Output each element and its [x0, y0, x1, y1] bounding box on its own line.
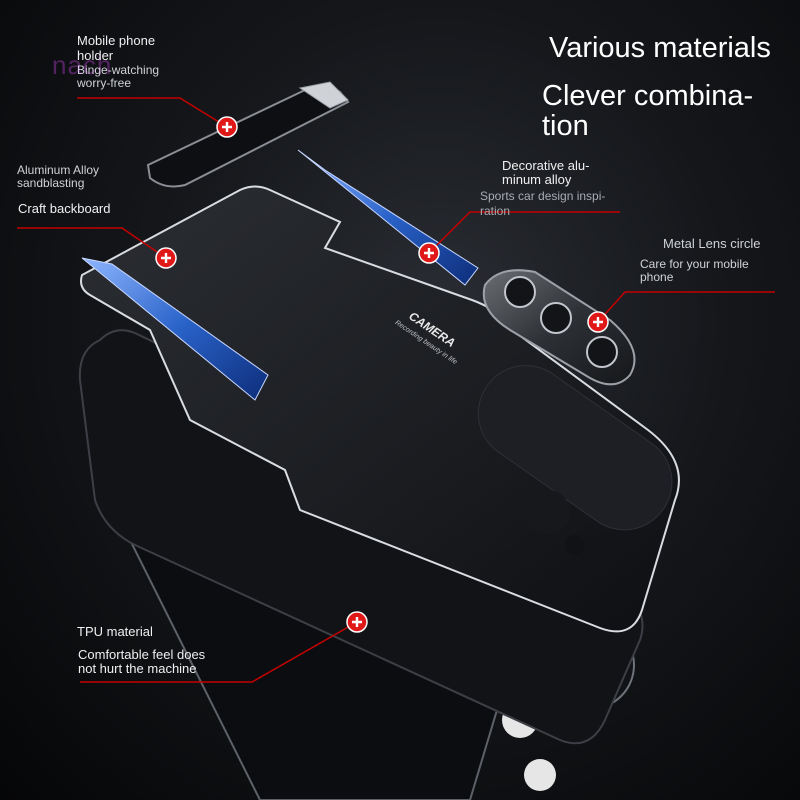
tpu-sub-2: not hurt the machine	[78, 661, 197, 676]
headline-line-2: Clever combina-	[542, 80, 754, 112]
metal-lens-circle	[482, 269, 636, 386]
lens-sub-1: Care for your mobile	[640, 257, 749, 271]
strip-title-1: Decorative alu-	[502, 158, 590, 173]
backboard-leader	[17, 227, 167, 259]
strip-leader	[428, 211, 620, 254]
strip-sub-2: ration	[480, 204, 511, 218]
lens-title-1: Metal Lens circle	[663, 236, 761, 251]
tpu-title-1: TPU material	[77, 624, 153, 639]
aluminum-backboard	[80, 185, 680, 633]
holder-title-1: Mobile phone	[77, 33, 156, 48]
phone-holder	[146, 81, 350, 188]
plus-icon	[155, 247, 177, 269]
headline-line-1: Various materials	[549, 32, 771, 64]
plus-icon	[216, 116, 238, 138]
holder-sub-2: worry-free	[77, 76, 132, 90]
lens-leader	[597, 291, 775, 323]
holder-sub-1: Binge-watching	[77, 63, 160, 77]
callout-leaders	[17, 97, 775, 683]
backboard-title-1: Aluminum Alloy	[17, 163, 100, 177]
plus-markers	[155, 116, 609, 633]
holder-title-2: holder	[77, 48, 114, 63]
plus-icon	[587, 311, 609, 333]
backboard-title-2: sandblasting	[17, 176, 85, 190]
tpu-sub-1: Comfortable feel does	[78, 647, 206, 662]
strip-title-2: minum alloy	[502, 172, 572, 187]
backboard-sub-1: Craft backboard	[18, 201, 111, 216]
holder-leader	[77, 97, 228, 128]
tpu-leader	[80, 621, 358, 683]
plus-icon	[346, 611, 368, 633]
watermark: nach	[52, 50, 113, 80]
headline-line-3: tion	[542, 110, 589, 142]
plus-icon	[418, 242, 440, 264]
decorative-strip-left	[81, 257, 269, 401]
lens-sub-2: phone	[640, 270, 674, 284]
strip-sub-1: Sports car design inspi-	[480, 189, 606, 203]
